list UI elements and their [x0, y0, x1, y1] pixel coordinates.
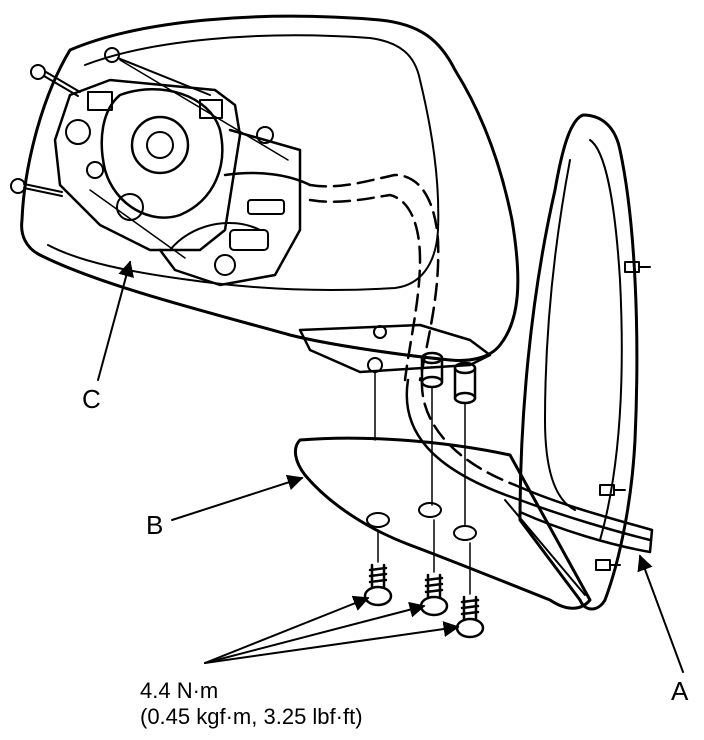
actuator-screw-2	[104, 47, 211, 96]
bolt-2	[419, 573, 449, 617]
actuator-body	[100, 87, 224, 219]
leader-torque-2	[204, 601, 426, 664]
motor-hub-2	[256, 126, 274, 144]
actuator-pivot-outer	[130, 115, 190, 175]
base-plate-ridge	[504, 499, 586, 596]
trim-clip-2	[599, 484, 626, 496]
torque-spec-line1: 4.4 N·m	[140, 678, 219, 703]
leader-torque-1	[204, 595, 370, 664]
callout-label-b: B	[146, 510, 164, 540]
screw-guide-line	[119, 59, 289, 161]
harness-solid-upper	[223, 171, 312, 187]
housing-mount-boss	[298, 323, 492, 374]
actuator-boss-mid	[86, 161, 104, 179]
motor-hub-1	[214, 254, 236, 276]
motor-slot-1	[229, 229, 269, 251]
mount-tab-upper-left	[87, 91, 113, 111]
harness-dashed-lower	[308, 193, 422, 382]
motor-slot-2	[247, 199, 285, 215]
housing-inner-rim	[47, 34, 440, 291]
actuator-base-plate	[53, 78, 242, 252]
boss-hole-1	[373, 325, 387, 339]
harness-routing-2	[420, 378, 517, 487]
screw-guide-line-2	[89, 189, 186, 259]
base-hole-1	[366, 512, 390, 528]
door-trim-inner	[589, 139, 623, 541]
door-trim-edge	[544, 159, 576, 511]
motor-housing	[158, 128, 302, 287]
callout-label-c: C	[82, 384, 101, 414]
mount-base-plate	[293, 436, 592, 610]
harness-dashed-upper	[308, 173, 440, 382]
base-hole-3	[453, 525, 477, 541]
door-trim-panel	[518, 113, 639, 611]
leader-a	[637, 554, 684, 673]
bolt-3	[455, 595, 485, 639]
actuator-boss-left	[65, 119, 91, 145]
actuator-boss-lower	[116, 193, 144, 221]
trim-clip-1	[624, 261, 651, 273]
actuator-pivot-inner	[146, 131, 174, 159]
mirror-housing	[20, 14, 520, 362]
actuator-screw-3	[10, 178, 63, 197]
motor-arc	[169, 222, 261, 251]
trim-clip-3	[595, 559, 621, 571]
bolt-1	[363, 563, 393, 607]
mount-tab-upper-right	[199, 99, 223, 119]
leader-b	[171, 474, 304, 521]
callout-label-a: A	[671, 676, 689, 706]
actuator-screw-1	[30, 64, 81, 97]
stud-2	[453, 361, 477, 405]
harness-end	[513, 483, 654, 554]
leader-torque-3	[204, 621, 460, 664]
base-hole-2	[418, 502, 442, 518]
leader-c	[97, 260, 134, 381]
torque-spec-line2: (0.45 kgf·m, 3.25 lbf·ft)	[140, 704, 363, 729]
